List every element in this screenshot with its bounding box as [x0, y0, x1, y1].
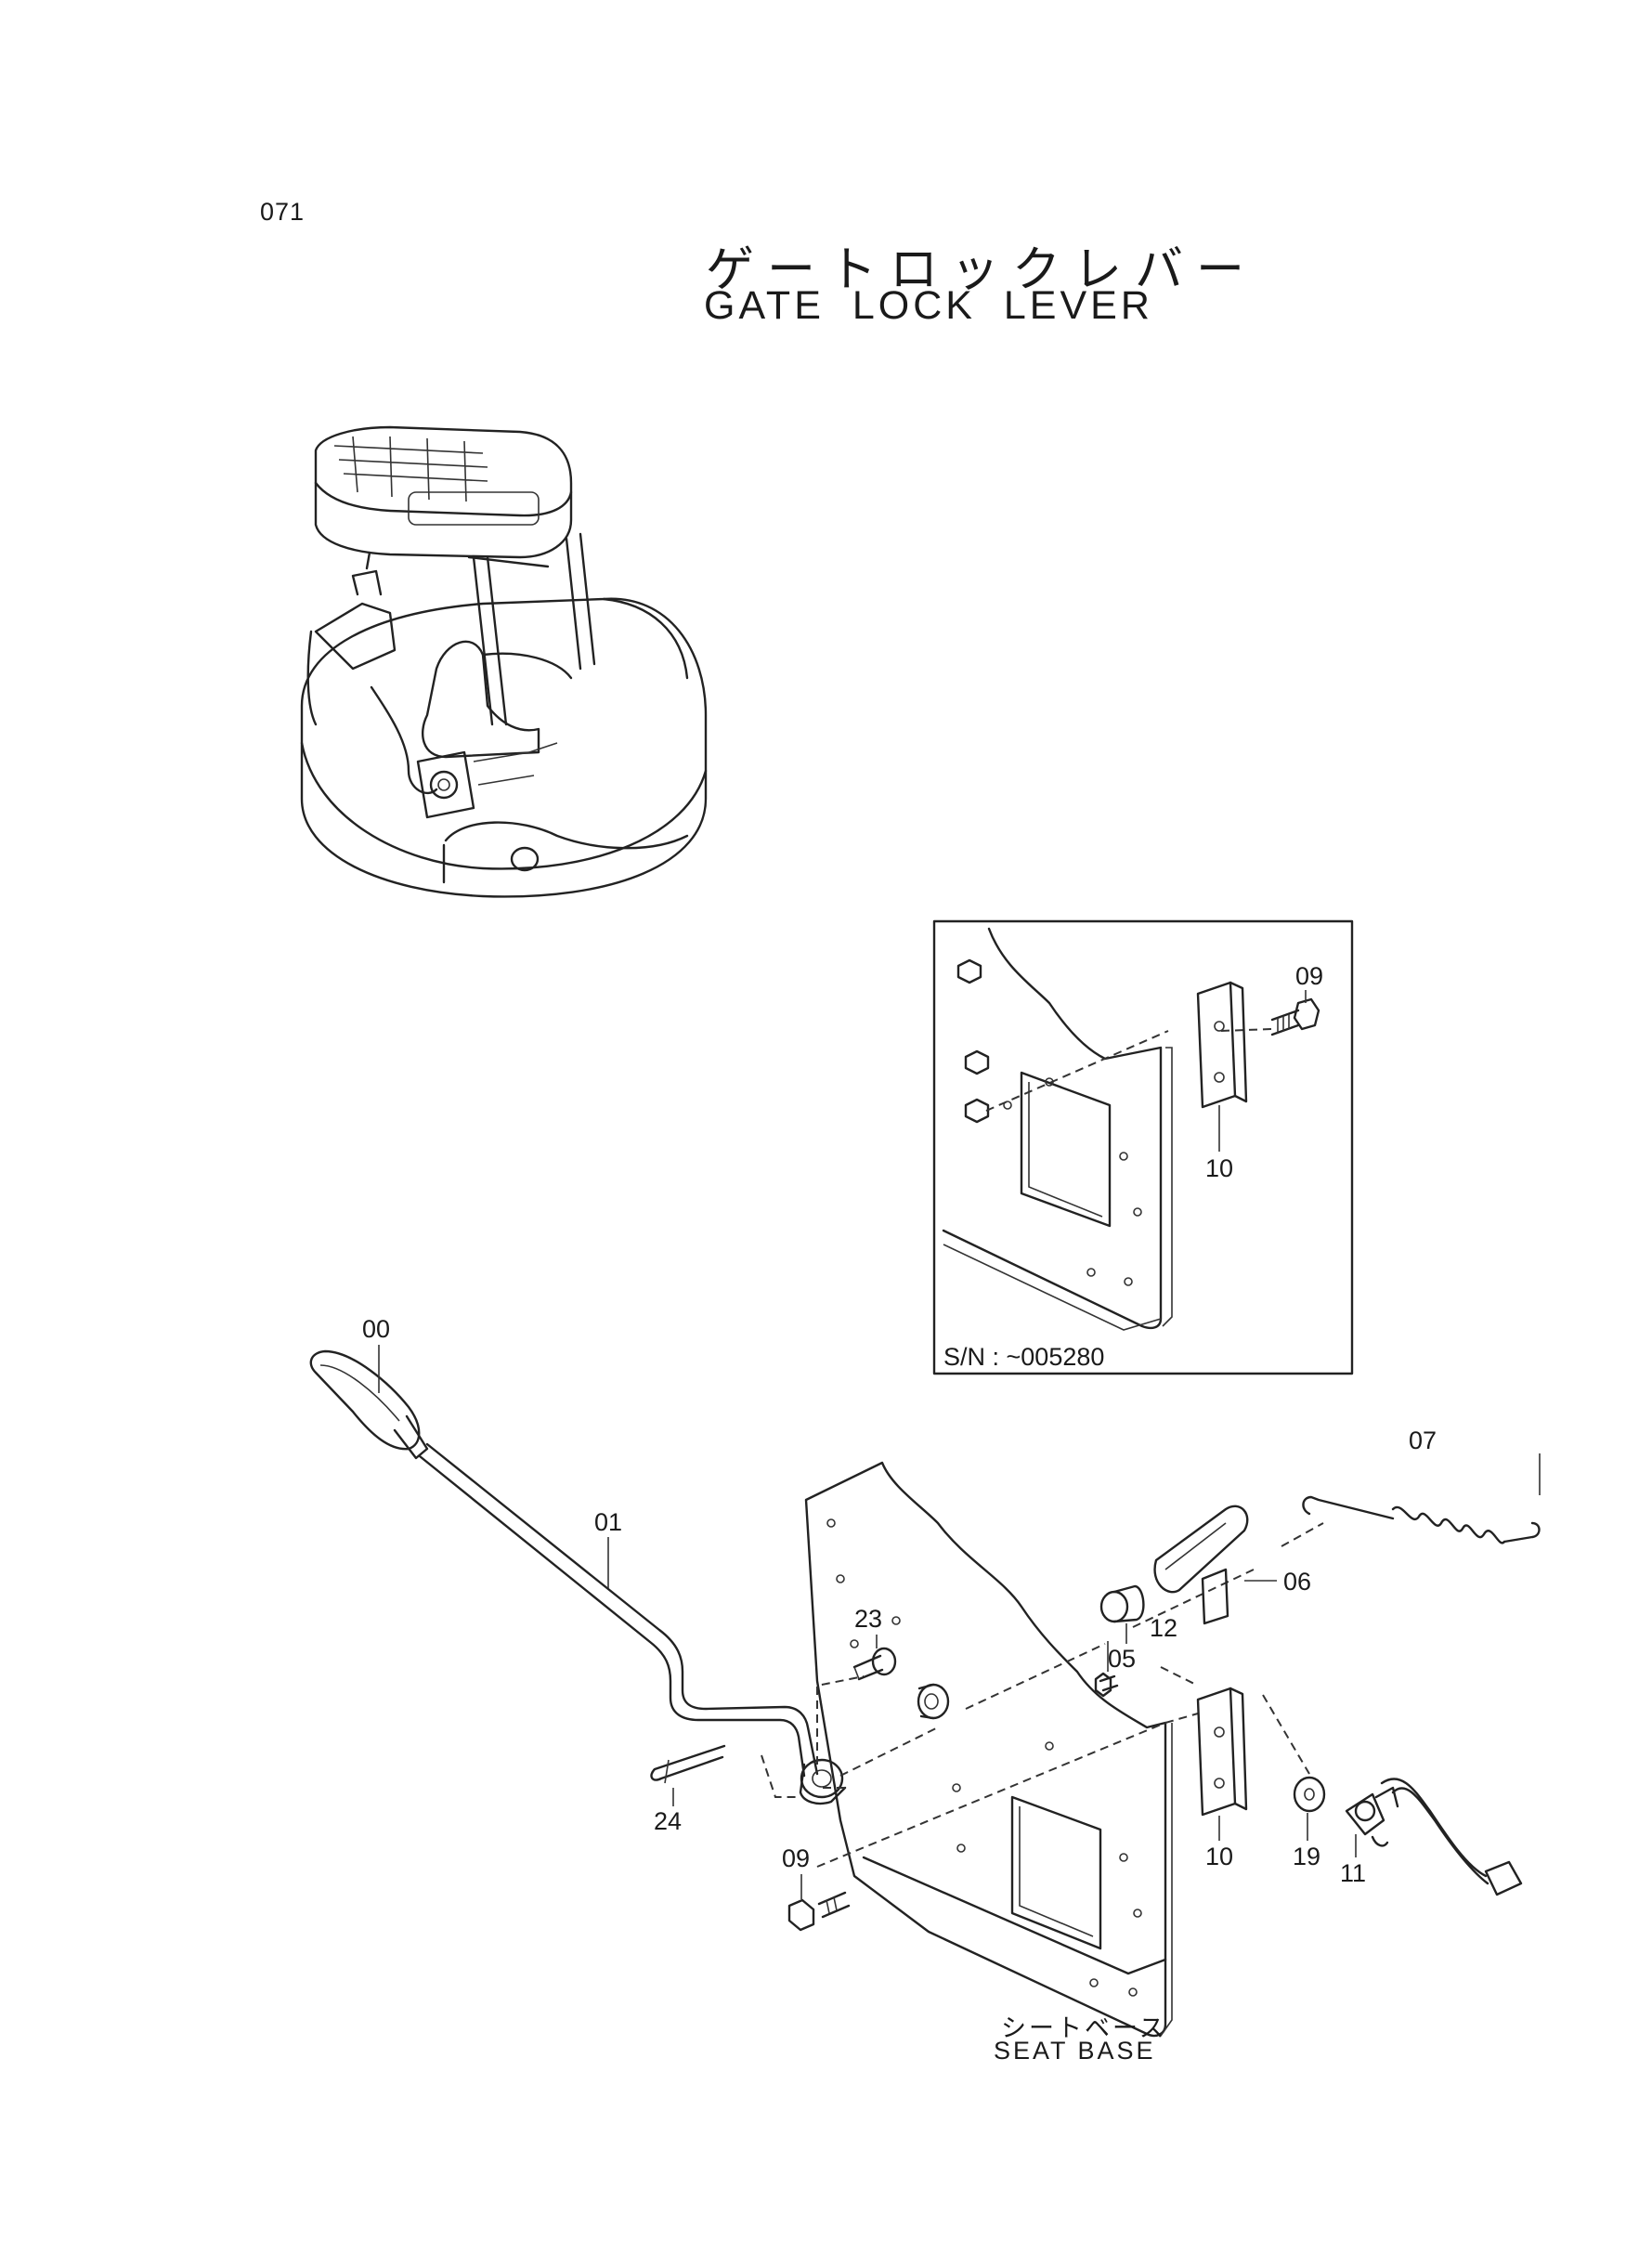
- inset-serial-number: S/N : ~005280: [943, 1343, 1104, 1371]
- seat-base-holes: [826, 1518, 1142, 1997]
- seat-base-label-japanese: シートベース: [1001, 2014, 1167, 2042]
- machine-overview-illustration: [300, 425, 708, 898]
- label-01: 01: [594, 1508, 622, 1536]
- label-12: 12: [1150, 1614, 1177, 1642]
- label-09-main: 09: [782, 1844, 810, 1872]
- title-japanese: ゲートロックレバー: [706, 243, 1258, 297]
- label-10-inset: 10: [1205, 1154, 1233, 1182]
- seat-base-label-english: SEAT BASE: [994, 2037, 1156, 2065]
- label-09-inset: 09: [1295, 962, 1323, 990]
- label-06: 06: [1283, 1568, 1311, 1596]
- label-10-main: 10: [1205, 1843, 1233, 1870]
- inset-box: [932, 919, 1354, 1375]
- main-exploded-view: [309, 1345, 1541, 2038]
- inset-plate-holes: [1003, 1077, 1142, 1286]
- page-code: 071: [260, 198, 306, 226]
- label-19: 19: [1293, 1843, 1320, 1870]
- label-23: 23: [854, 1605, 882, 1633]
- title-english: GATE LOCK LEVER: [704, 283, 1153, 328]
- label-24: 24: [654, 1807, 682, 1835]
- label-00: 00: [362, 1315, 390, 1343]
- label-07: 07: [1409, 1427, 1437, 1454]
- label-05: 05: [1108, 1645, 1136, 1673]
- label-11: 11: [1340, 1859, 1366, 1887]
